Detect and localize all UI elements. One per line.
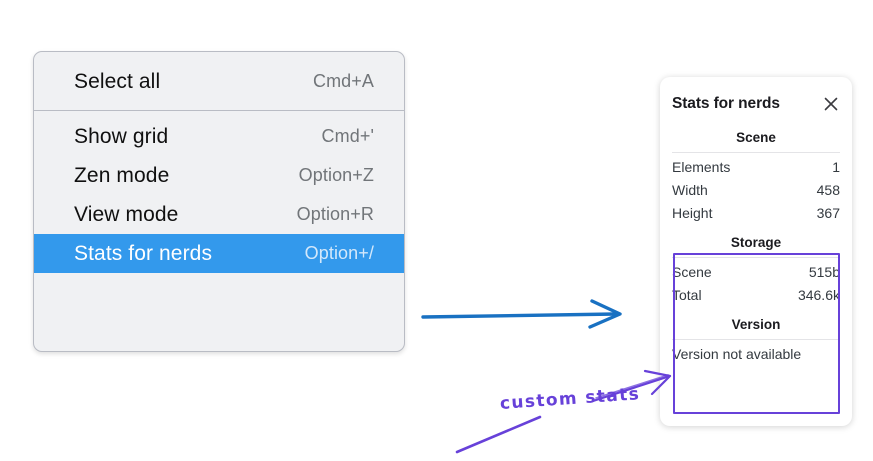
stat-row-storage-scene: Scene 515b: [672, 260, 840, 283]
menu-item-label: Show grid: [74, 124, 169, 148]
purple-underline-annotation: [455, 415, 542, 454]
section-rule: [672, 152, 840, 153]
menu-group-view: Show grid Cmd+' Zen mode Option+Z View m…: [34, 111, 404, 279]
section-title-version: Version: [731, 317, 781, 332]
stat-key: Width: [672, 181, 708, 198]
menu-item-shortcut: Option+/: [304, 243, 374, 263]
menu-group-primary: Select all Cmd+A: [34, 52, 404, 110]
menu-item-shortcut: Cmd+': [321, 126, 374, 146]
menu-item-show-grid[interactable]: Show grid Cmd+': [34, 117, 404, 156]
menu-item-select-all[interactable]: Select all Cmd+A: [34, 62, 404, 101]
menu-item-label: Select all: [74, 69, 161, 93]
stat-value: 1: [832, 158, 840, 175]
menu-item-label: Stats for nerds: [74, 241, 213, 265]
version-not-available-text: Version not available: [672, 346, 802, 362]
stats-panel-title: Stats for nerds: [672, 95, 780, 112]
menu-item-view-mode[interactable]: View mode Option+R: [34, 195, 404, 234]
blue-arrow-annotation: [421, 299, 622, 329]
menu-separator: [34, 110, 404, 111]
stat-row-width: Width 458: [672, 178, 840, 201]
section-rule: [672, 257, 840, 258]
stat-key: Elements: [672, 158, 731, 175]
stat-key: Height: [672, 204, 713, 221]
stats-for-nerds-panel: Stats for nerds Scene Elements 1 Width 4…: [660, 77, 852, 426]
close-icon[interactable]: [822, 95, 840, 113]
menu-item-shortcut: Option+R: [296, 204, 374, 224]
section-rule: [672, 339, 840, 340]
menu-item-label: Zen mode: [74, 163, 170, 187]
section-title-scene: Scene: [736, 130, 776, 145]
menu-item-zen-mode[interactable]: Zen mode Option+Z: [34, 156, 404, 195]
stat-key: Scene: [672, 263, 712, 280]
context-menu[interactable]: Select all Cmd+A Show grid Cmd+' Zen mod…: [33, 51, 405, 352]
menu-item-stats-for-nerds[interactable]: Stats for nerds Option+/: [34, 234, 404, 273]
stat-value: 458: [816, 181, 840, 198]
stat-row-elements: Elements 1: [672, 155, 840, 178]
stat-row-height: Height 367: [672, 201, 840, 224]
stat-value: 346.6k: [797, 286, 840, 303]
menu-item-label: View mode: [74, 202, 179, 226]
section-title-storage: Storage: [730, 235, 782, 250]
menu-item-shortcut: Option+Z: [298, 165, 374, 185]
stats-panel-header: Stats for nerds: [672, 77, 840, 119]
stat-key: Total: [672, 286, 702, 303]
handwritten-custom-stats-label: custom stats: [499, 384, 641, 414]
menu-item-shortcut: Cmd+A: [312, 71, 374, 91]
stat-value: 367: [816, 204, 840, 221]
stat-value: 515b: [808, 263, 840, 280]
stat-row-storage-total: Total 346.6k: [672, 283, 840, 306]
